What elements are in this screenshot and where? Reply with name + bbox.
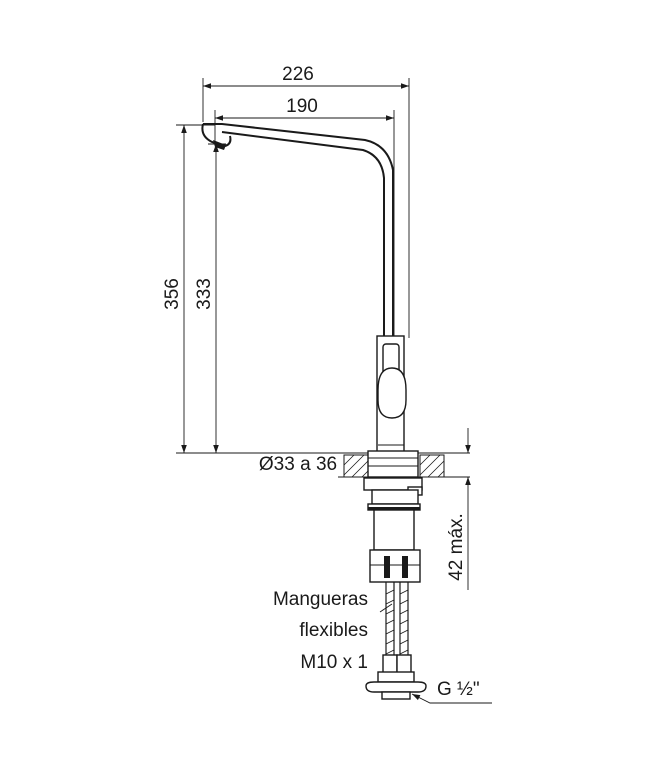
hoses-label-line1: Mangueras (273, 589, 368, 610)
hole-diameter-label: Ø33 a 36 (259, 454, 337, 475)
hoses-label: Mangueras flexibles M10 x 1 (273, 589, 368, 673)
dimension-max-thickness: 42 máx. (446, 428, 471, 590)
overall-reach-label: 226 (282, 64, 314, 85)
mounting-shank (363, 450, 423, 583)
dimension-overall-reach: 226 (202, 64, 410, 338)
hoses-label-line2: flexibles (299, 620, 368, 641)
hose-fitting (365, 671, 427, 700)
max-thickness-label: 42 máx. (446, 513, 467, 581)
overall-height-label: 356 (162, 278, 183, 310)
hoses-label-line3: M10 x 1 (300, 652, 368, 673)
thread-label: G ½" (437, 679, 480, 700)
spout (201, 123, 394, 338)
dimension-spout-height: 333 (194, 143, 226, 453)
spout-height-label: 333 (194, 278, 215, 310)
thread-callout: G ½" (411, 679, 492, 704)
faucet-body (376, 335, 407, 454)
flexible-hoses (379, 582, 412, 674)
spout-reach-label: 190 (286, 96, 318, 117)
